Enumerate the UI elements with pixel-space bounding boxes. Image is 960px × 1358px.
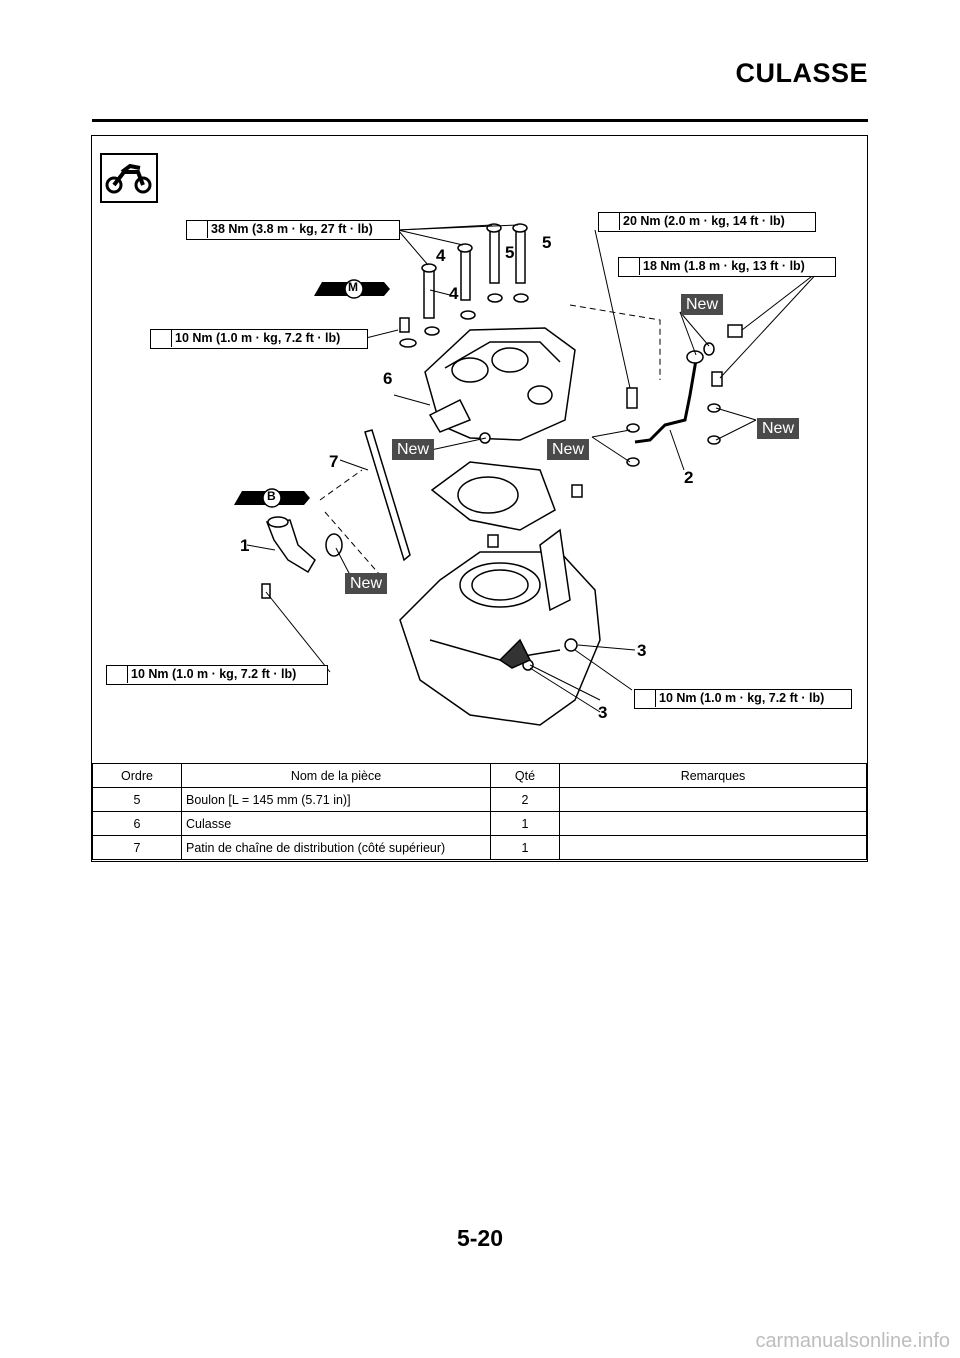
page-number: 5-20 [456, 1225, 504, 1251]
callout-6: 6 [383, 369, 393, 388]
water-pipe-part [261, 516, 343, 599]
cylinder-block [399, 528, 601, 726]
torque-label-10nm-head: 10 Nm (1.0 m · kg, 7.2 ft · lb) [150, 329, 368, 349]
new-part-badge: New [345, 573, 388, 594]
header-rule [92, 119, 868, 122]
wrench-icon [619, 258, 640, 275]
table-row: 6 Culasse 1 [92, 811, 867, 836]
cell-qty: 1 [490, 835, 560, 860]
molybdenum-symbol-letter: M [348, 280, 358, 294]
callout-5: 5 [542, 233, 552, 252]
wrench-icon [107, 666, 128, 683]
torque-value: 10 Nm (1.0 m · kg, 7.2 ft · lb) [131, 667, 297, 681]
torque-value: 18 Nm (1.8 m · kg, 13 ft · lb) [643, 259, 805, 273]
new-part-badge: New [681, 294, 724, 315]
wrench-icon [635, 690, 656, 707]
column-header-qty: Qté [490, 763, 560, 788]
callout-4: 4 [449, 284, 459, 303]
motorcycle-icon [100, 153, 158, 203]
cell-order: 6 [92, 811, 182, 836]
table-header-row: Ordre Nom de la pièce Qté Remarques [92, 763, 867, 788]
column-header-order: Ordre [92, 763, 182, 788]
cell-qty: 2 [490, 787, 560, 812]
torque-value: 10 Nm (1.0 m · kg, 7.2 ft · lb) [175, 331, 341, 345]
assembly-lines [319, 304, 661, 576]
callout-4: 4 [436, 246, 446, 265]
cell-name: Culasse [181, 811, 491, 836]
torque-value: 38 Nm (3.8 m · kg, 27 ft · lb) [211, 222, 373, 236]
torque-label-38nm: 38 Nm (3.8 m · kg, 27 ft · lb) [186, 220, 400, 240]
cell-qty: 1 [490, 811, 560, 836]
callout-1: 1 [240, 536, 250, 555]
wrench-icon [599, 213, 620, 230]
table-row: 5 Boulon [L = 145 mm (5.71 in)] 2 [92, 787, 867, 812]
new-part-badge: New [547, 439, 590, 460]
page-title: CULASSE [735, 58, 868, 88]
cell-order: 7 [92, 835, 182, 860]
watermark: carmanualsonline.info [755, 1330, 950, 1352]
column-header-name: Nom de la pièce [181, 763, 491, 788]
molybdenum-oil-icon [314, 279, 390, 299]
chain-guide-part [364, 429, 411, 562]
cell-remarks [559, 787, 867, 812]
torque-label-10nm-pipe: 10 Nm (1.0 m · kg, 7.2 ft · lb) [106, 665, 328, 685]
wrench-icon [151, 330, 172, 347]
exploded-diagram [100, 153, 821, 726]
parts-table: Ordre Nom de la pièce Qté Remarques 5 Bo… [92, 763, 867, 860]
torque-label-18nm: 18 Nm (1.8 m · kg, 13 ft · lb) [618, 257, 836, 277]
wrench-icon [187, 221, 208, 238]
grease-icon [234, 488, 310, 508]
cell-remarks [559, 811, 867, 836]
torque-label-10nm-cylinder: 10 Nm (1.0 m · kg, 7.2 ft · lb) [634, 689, 852, 709]
cylinder-head-part [424, 327, 576, 444]
diagram-frame [91, 135, 868, 862]
grease-symbol-letter: B [267, 489, 276, 503]
new-part-badge: New [392, 439, 435, 460]
table-row: 7 Patin de chaîne de distribution (côté … [92, 835, 867, 860]
new-part-badge: New [757, 418, 800, 439]
torque-value: 10 Nm (1.0 m · kg, 7.2 ft · lb) [659, 691, 825, 705]
callout-3: 3 [598, 703, 608, 722]
torque-value: 20 Nm (2.0 m · kg, 14 ft · lb) [623, 214, 785, 228]
head-gasket [430, 461, 583, 548]
torque-label-20nm: 20 Nm (2.0 m · kg, 14 ft · lb) [598, 212, 816, 232]
callout-3: 3 [637, 641, 647, 660]
callout-7: 7 [329, 452, 339, 471]
cell-name: Patin de chaîne de distribution (côté su… [181, 835, 491, 860]
leader-lines [246, 224, 821, 713]
column-header-remarks: Remarques [559, 763, 867, 788]
callout-5: 5 [505, 243, 515, 262]
callout-2: 2 [684, 468, 694, 487]
cell-order: 5 [92, 787, 182, 812]
head-bolts [399, 223, 529, 348]
cell-remarks [559, 835, 867, 860]
cell-name: Boulon [L = 145 mm (5.71 in)] [181, 787, 491, 812]
oil-pipe-part [626, 324, 743, 467]
